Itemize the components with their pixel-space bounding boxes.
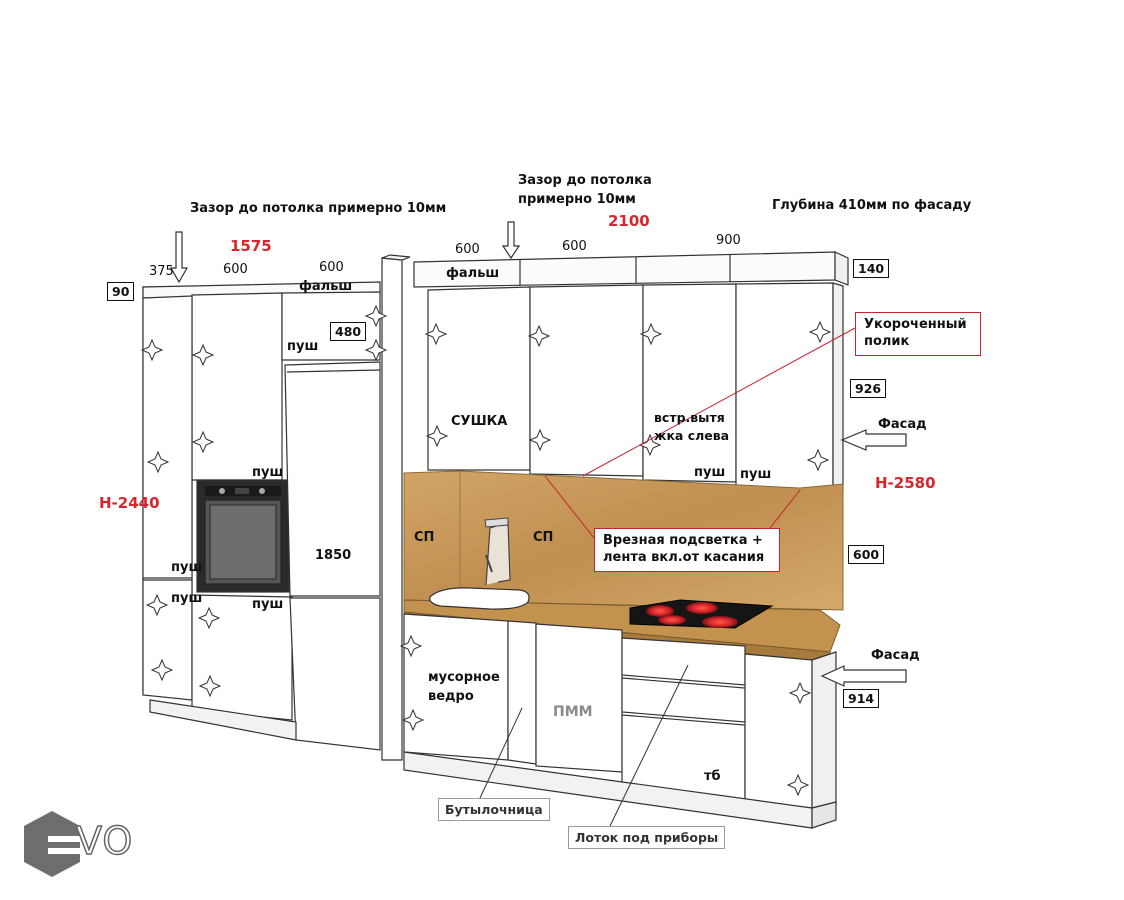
note-gap-center-2: примерно 10мм — [518, 192, 636, 207]
callout-lighting-line1: Врезная подсветка + — [603, 533, 763, 548]
note-depth: Глубина 410мм по фасаду — [772, 198, 972, 213]
label-push-upper-1: пуш — [694, 465, 726, 480]
red-leaders — [544, 327, 856, 549]
label-push-low-oven: пуш — [252, 597, 284, 612]
note-gap-left: Зазор до потолка примерно 10мм — [190, 201, 447, 216]
label-sp-left: СП — [414, 530, 435, 545]
callout-plinth: Укороченный полик — [855, 312, 981, 356]
dim-900: 900 — [716, 233, 741, 248]
label-tb: тб — [704, 769, 721, 784]
label-falsh-left: фальш — [299, 279, 353, 294]
label-pmm: ПММ — [553, 704, 593, 720]
label-hood-1: встр.вытя — [654, 410, 725, 425]
upper-left-cabinet — [191, 292, 283, 481]
upper-cabinets — [413, 251, 849, 493]
fridge-lower-door — [289, 597, 381, 751]
dim-center-width: 2100 — [608, 212, 650, 230]
evo-logo-text: VO — [75, 819, 134, 863]
upper-door-1 — [427, 286, 531, 471]
label-push-oven-left: пуш — [171, 560, 203, 575]
box-914: 914 — [843, 689, 880, 708]
gap-arrows — [169, 221, 521, 284]
dim-left-width: 1575 — [230, 237, 272, 255]
dim-left-height: H-2440 — [99, 494, 160, 512]
box-600: 600 — [848, 545, 885, 564]
callout-cutlery: Лоток под приборы — [568, 826, 726, 849]
callout-lighting-line2: лента вкл.от касания — [603, 549, 765, 565]
cutlery-drawer — [621, 637, 746, 686]
label-sushka: СУШКА — [451, 414, 508, 429]
dim-right-height: H-2580 — [875, 474, 936, 492]
facade-arrows — [820, 429, 907, 687]
dim-600-d: 600 — [562, 239, 587, 254]
box-90: 90 — [107, 282, 135, 301]
oven-lower-cabinet — [191, 594, 293, 721]
upper-door-2 — [529, 284, 644, 477]
left-tall-block — [142, 281, 381, 751]
upper-door-3 — [642, 283, 737, 483]
label-trash-1: мусорное — [428, 670, 500, 685]
label-sp-right: СП — [533, 530, 554, 545]
label-push-oven-top: пуш — [252, 465, 284, 480]
callout-plinth-line1: Укороченный — [864, 317, 967, 332]
label-push-upper-2: пуш — [740, 467, 772, 482]
dim-600-c: 600 — [455, 242, 480, 257]
black-leaders — [479, 664, 689, 827]
box-480: 480 — [330, 322, 367, 341]
dim-1850: 1850 — [315, 548, 352, 563]
evo-logo-mark — [24, 811, 84, 877]
dishwasher-front — [535, 623, 623, 773]
label-push-low-left: пуш — [171, 591, 203, 606]
dim-375: 375 — [149, 264, 174, 279]
callout-plinth-line2: полик — [864, 333, 910, 349]
wall-column — [381, 254, 411, 761]
callout-bottle: Бутылочница — [438, 798, 550, 821]
label-hood-2: жка слева — [654, 428, 730, 443]
sink — [429, 517, 530, 610]
label-trash-2: ведро — [428, 689, 474, 704]
label-falsh-right: фальш — [446, 266, 500, 281]
callout-lighting: Врезная подсветка + лента вкл.от касания — [594, 528, 780, 572]
label-facade-upper: Фасад — [878, 417, 927, 432]
fridge-upper-door — [284, 361, 381, 597]
note-gap-center-1: Зазор до потолка — [518, 173, 652, 188]
hob — [629, 599, 774, 629]
label-push-fridge: пуш — [287, 339, 319, 354]
dim-600-b: 600 — [319, 260, 344, 275]
left-upper-door — [142, 295, 193, 579]
push-markers — [140, 304, 832, 797]
box-926: 926 — [850, 379, 887, 398]
label-facade-lower: Фасад — [871, 648, 920, 663]
dim-600-a: 600 — [223, 262, 248, 277]
box-140: 140 — [853, 259, 890, 278]
trash-cabinet — [403, 613, 509, 761]
